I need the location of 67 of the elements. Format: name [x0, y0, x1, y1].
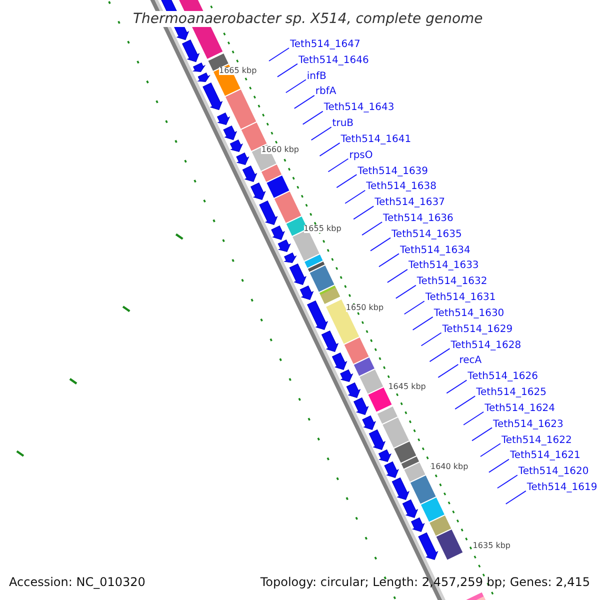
leader-line: [336, 174, 358, 188]
gene-label: recA: [459, 356, 482, 366]
gene-label: Teth514_1634: [400, 246, 470, 256]
gene-label: truB: [332, 119, 354, 130]
leader-line: [294, 94, 315, 109]
leader-line: [285, 79, 306, 94]
gene-label: Teth514_1622: [502, 436, 572, 446]
scale-label: 1655 kbp: [304, 225, 342, 234]
gene-label: rbfA: [315, 87, 336, 98]
gene-label: Teth514_1641: [340, 134, 412, 145]
leader-line: [496, 474, 518, 489]
gene-label: Teth514_1633: [408, 261, 479, 272]
leader-line: [420, 332, 442, 346]
gene-label: Teth514_1619: [526, 482, 598, 493]
leader-line: [395, 284, 416, 299]
leader-line: [472, 427, 493, 442]
gene-label: Teth514_1623: [493, 420, 564, 430]
scale-label: 1650 kbp: [346, 304, 384, 312]
gene-label: Teth514_1626: [468, 372, 538, 382]
gene-label: Teth514_1639: [358, 166, 428, 177]
leader-line: [362, 222, 383, 236]
gene-label: Teth514_1638: [366, 182, 436, 192]
gene-label: Teth514_1628: [450, 340, 522, 351]
gene-label: infB: [306, 72, 326, 82]
leader-line: [302, 110, 324, 125]
gene-label: Teth514_1637: [374, 198, 445, 208]
leader-line: [319, 142, 340, 156]
gene-label: Teth514_1635: [392, 230, 462, 240]
leader-line: [505, 490, 526, 504]
leader-line: [438, 364, 459, 378]
gene-label: Teth514_1629: [442, 324, 513, 335]
leader-line: [412, 316, 434, 330]
leader-line: [378, 253, 400, 268]
leader-line: [454, 396, 476, 410]
genome-info-text: Topology: circular; Length: 2,457,259 bp; Genes: 2,415: [260, 576, 590, 588]
accession-text: Accession: NC_010320: [9, 576, 146, 588]
scale-label: 1640 kbp: [430, 462, 468, 470]
gene-label: Teth514_1647: [290, 40, 360, 50]
leader-line: [446, 380, 468, 394]
leader-line: [429, 348, 450, 362]
gene-label: Teth514_1632: [416, 277, 488, 288]
scale-label: 1635 kbp: [472, 542, 510, 550]
leader-line: [276, 63, 298, 78]
gene-label: Teth514_1625: [476, 388, 546, 398]
leader-line: [386, 268, 408, 283]
gene-label: Teth514_1620: [518, 467, 589, 478]
gene-label: Teth514_1631: [425, 293, 496, 304]
leader-line: [310, 126, 332, 141]
leader-line: [370, 237, 392, 252]
gene-label: Teth514_1624: [484, 404, 555, 414]
leader-line: [488, 458, 510, 473]
gene-label: Teth514_1643: [324, 103, 394, 114]
scale-label: 1645 kbp: [388, 383, 426, 392]
leader-line: [268, 48, 290, 62]
gene-label: Teth514_1630: [434, 308, 504, 319]
gene-label: Teth514_1646: [298, 56, 369, 66]
leader-line: [353, 206, 374, 220]
leader-line: [328, 158, 349, 172]
leader-line: [344, 190, 366, 204]
gene-label: Teth514_1636: [383, 214, 454, 224]
leader-line: [404, 300, 425, 315]
scale-label: 1665 kbp: [219, 67, 257, 75]
gene-label: Teth514_1621: [510, 451, 580, 462]
scale-label: 1660 kbp: [261, 146, 299, 154]
leader-line: [480, 443, 501, 457]
leader-line: [463, 411, 484, 426]
gene-label: rpsO: [349, 150, 373, 161]
